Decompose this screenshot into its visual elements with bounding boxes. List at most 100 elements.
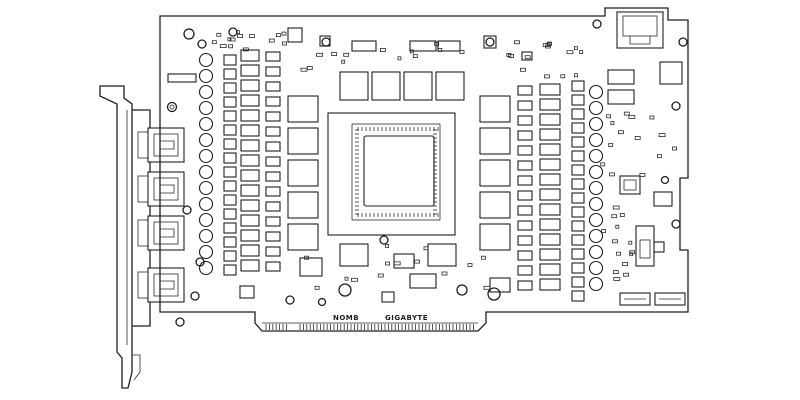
choke xyxy=(223,68,237,80)
smd-component xyxy=(520,67,526,72)
capacitor xyxy=(588,84,604,100)
pcb-marking-brand: GIGABYTE xyxy=(385,314,428,322)
power-stage xyxy=(539,218,561,231)
pcb-marking-left: NOMB xyxy=(333,314,359,322)
fan-header-bottom-right xyxy=(654,292,686,306)
power-stage xyxy=(517,160,533,171)
memory-chip xyxy=(287,127,319,155)
choke xyxy=(223,180,237,192)
smd-component xyxy=(397,56,402,61)
power-stage xyxy=(240,139,260,152)
memory-chip xyxy=(287,191,319,219)
smd-component xyxy=(377,273,384,278)
choke xyxy=(223,222,237,234)
capacitor xyxy=(198,212,214,228)
smd-component xyxy=(508,54,515,58)
capacitor xyxy=(198,196,214,212)
choke xyxy=(223,166,237,178)
power-stage xyxy=(539,233,561,246)
power-stage xyxy=(240,109,260,122)
choke xyxy=(571,234,585,246)
memory-chip xyxy=(479,127,511,155)
power-stage xyxy=(265,261,281,272)
capacitor xyxy=(588,276,604,292)
choke xyxy=(223,194,237,206)
smd-component xyxy=(237,34,244,38)
power-stage xyxy=(539,113,561,126)
capacitor xyxy=(588,196,604,212)
io-port-3 xyxy=(137,215,185,251)
power-stage xyxy=(240,229,260,242)
capacitor xyxy=(588,164,604,180)
power-stage xyxy=(517,280,533,291)
pcb-outline xyxy=(159,7,689,332)
capacitor-column-right xyxy=(588,84,604,292)
smd-component xyxy=(649,115,655,120)
smd-component xyxy=(414,259,421,264)
power-stage xyxy=(539,98,561,111)
power-stage xyxy=(539,278,561,291)
power-stage xyxy=(517,85,533,96)
smd-component xyxy=(344,276,349,281)
capacitor xyxy=(588,228,604,244)
power-stage xyxy=(265,126,281,137)
capacitor xyxy=(198,84,214,100)
smd-component xyxy=(579,50,584,54)
power-stage xyxy=(517,175,533,186)
power-stage xyxy=(539,188,561,201)
controller-area xyxy=(607,37,688,305)
power-stage xyxy=(539,143,561,156)
choke-column-left xyxy=(223,54,237,276)
vrm-column-left xyxy=(240,49,281,272)
smd-component xyxy=(623,272,629,277)
smd-component xyxy=(613,276,621,281)
power-stage xyxy=(240,64,260,77)
smd-component xyxy=(657,154,662,159)
smd-component xyxy=(393,261,401,266)
memory-chip xyxy=(435,71,465,101)
smd-component xyxy=(612,205,620,210)
capacitor xyxy=(198,132,214,148)
smd-component xyxy=(216,32,222,37)
power-stage xyxy=(517,145,533,156)
capacitor xyxy=(198,148,214,164)
power-stage xyxy=(265,246,281,257)
smd-component xyxy=(228,44,234,49)
power-stage xyxy=(539,248,561,261)
power-stage xyxy=(517,265,533,276)
smd-component xyxy=(658,133,666,138)
capacitor xyxy=(198,260,214,276)
smd-component xyxy=(227,37,232,42)
power-stage xyxy=(517,250,533,261)
choke xyxy=(223,250,237,262)
capacitor xyxy=(198,244,214,260)
choke xyxy=(223,110,237,122)
smd-component xyxy=(467,263,473,267)
capacitor-column-left xyxy=(198,52,214,276)
choke xyxy=(223,208,237,220)
smd-component xyxy=(459,50,465,54)
memory-chip xyxy=(371,71,401,101)
smd-component xyxy=(672,146,677,151)
smd-component xyxy=(341,59,346,64)
choke xyxy=(223,236,237,248)
io-port-1 xyxy=(137,127,185,163)
smd-component xyxy=(514,40,520,45)
power-stage xyxy=(539,83,561,96)
power-stage xyxy=(265,216,281,227)
power-stage xyxy=(265,171,281,182)
smd-component xyxy=(609,172,615,177)
smd-component xyxy=(622,262,628,267)
choke xyxy=(571,122,585,134)
smd-component xyxy=(343,52,350,57)
smd-component xyxy=(628,115,636,119)
power-stage xyxy=(539,173,561,186)
capacitor xyxy=(588,212,604,228)
smd-component xyxy=(300,67,308,72)
power-stage xyxy=(265,81,281,92)
choke xyxy=(571,206,585,218)
smd-component xyxy=(441,271,448,276)
smd-component xyxy=(608,143,614,147)
choke xyxy=(223,152,237,164)
smd-component xyxy=(385,261,391,266)
